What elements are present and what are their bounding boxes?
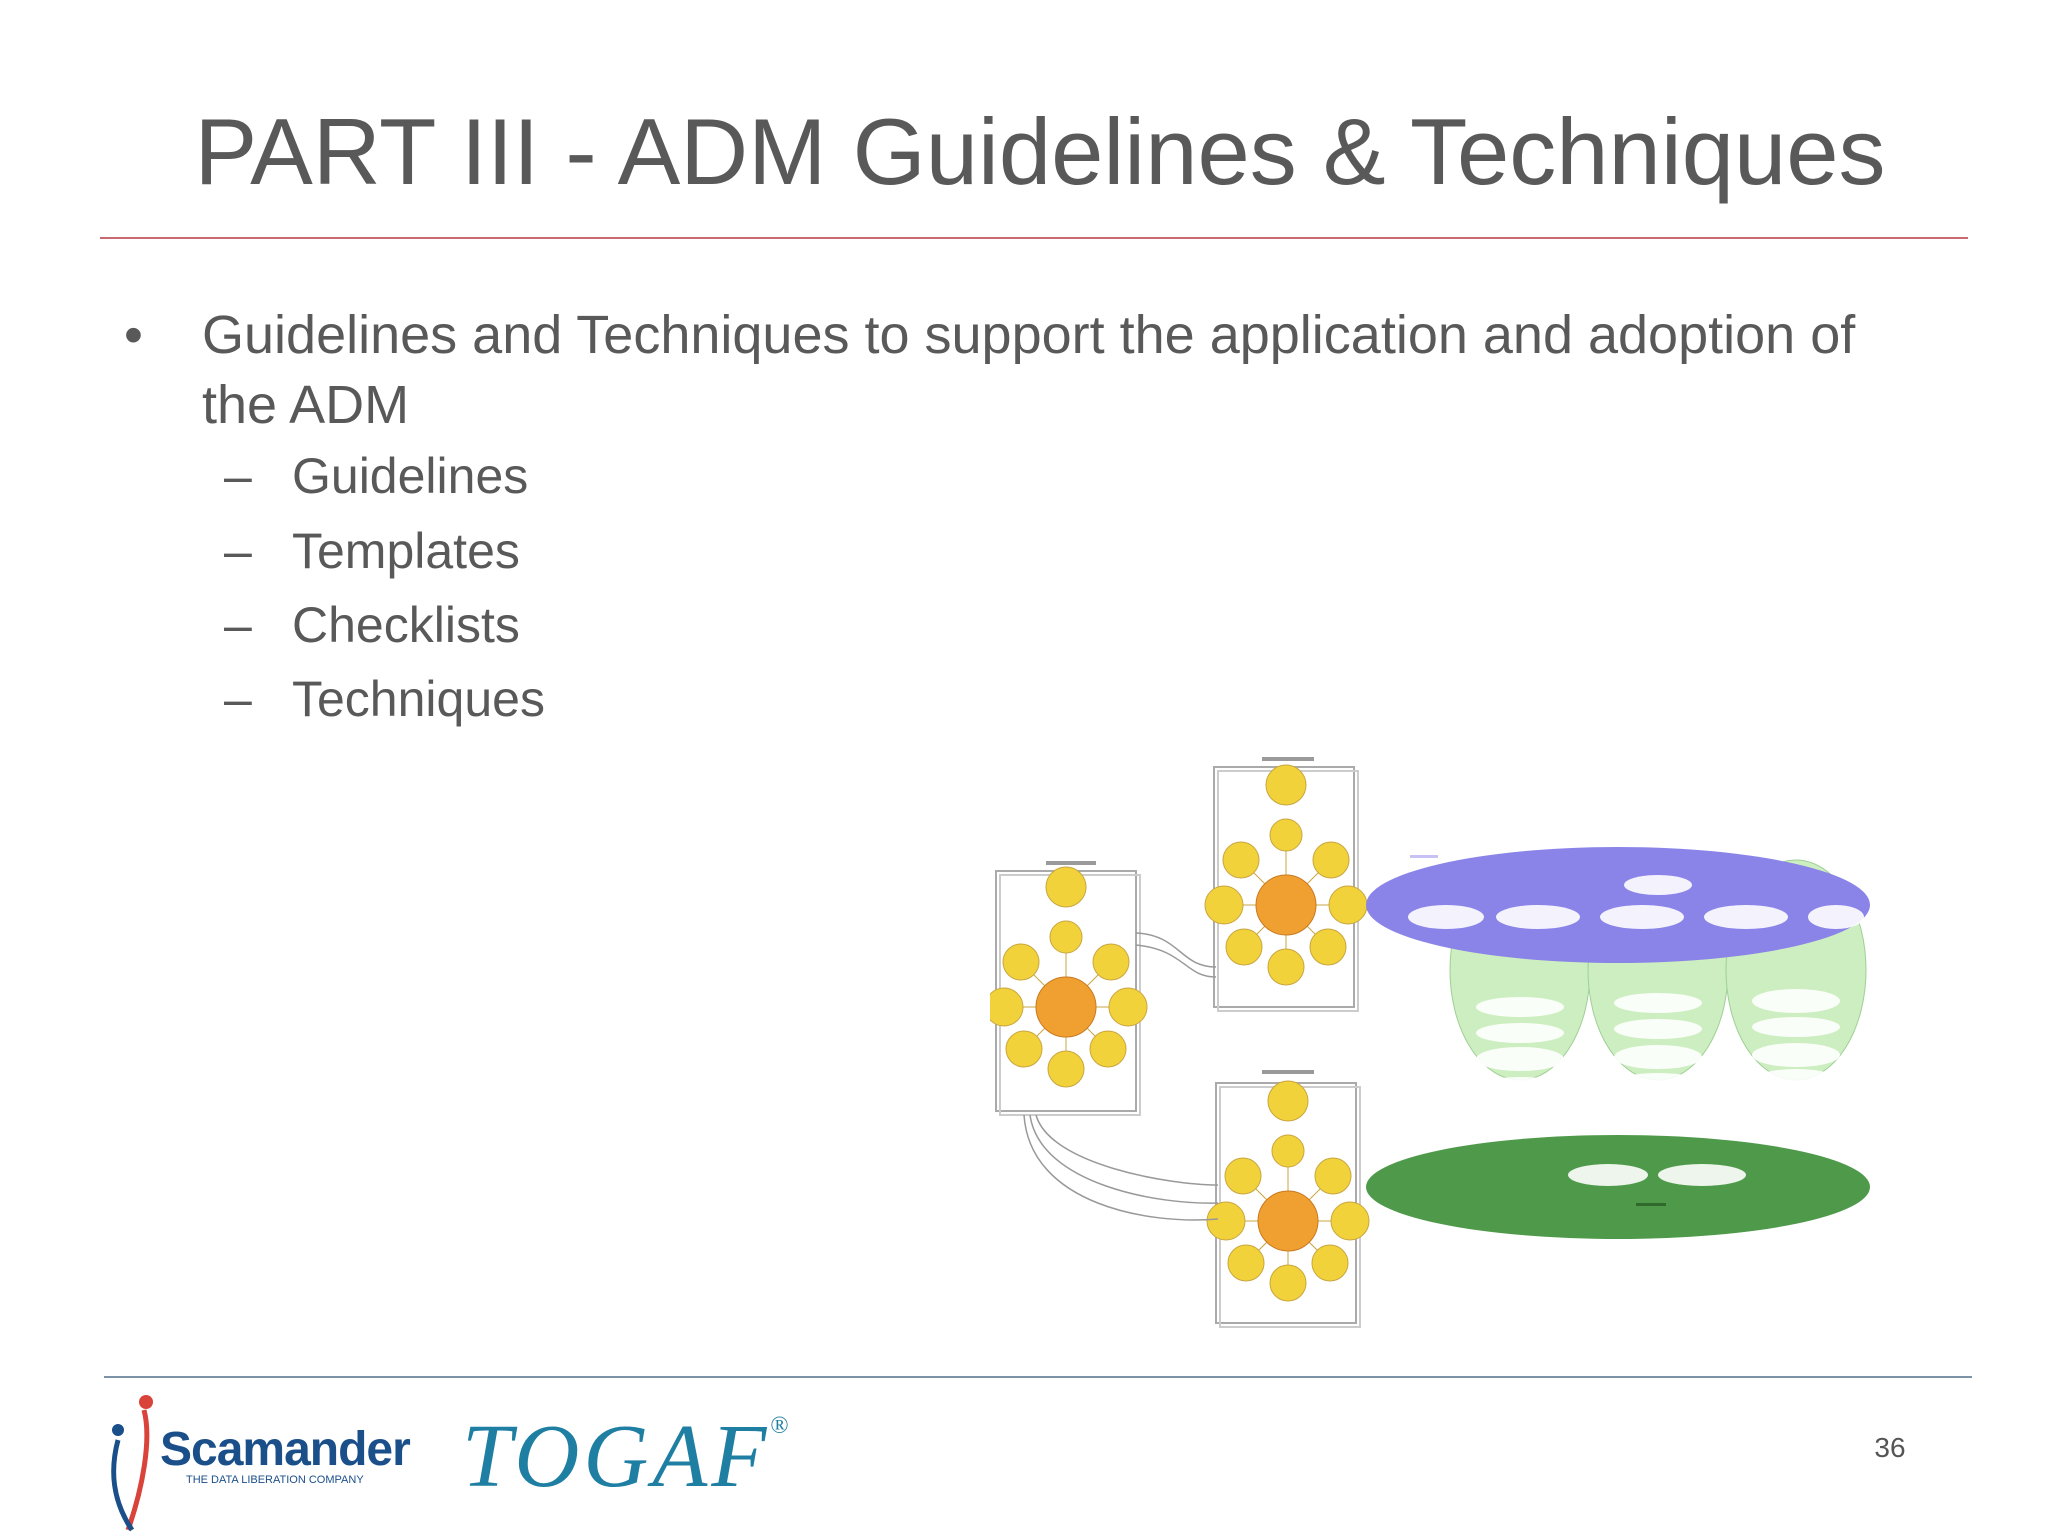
- scamander-logo: Scamander THE DATA LIBERATION COMPANY: [111, 1395, 411, 1532]
- footer-divider: [104, 1376, 1972, 1378]
- sub-item-label: Techniques: [292, 671, 545, 727]
- architecture-partitioning-diagram: [990, 757, 1870, 1328]
- slide-title: PART III - ADM Guidelines & Techniques: [194, 99, 1886, 204]
- togaf-logo: TOGAF®: [462, 1405, 789, 1508]
- page-number: 36: [1874, 1432, 1906, 1463]
- scamander-tagline: THE DATA LIBERATION COMPANY: [186, 1474, 364, 1486]
- sub-item-dash: –: [224, 523, 252, 579]
- title-divider: [100, 237, 1968, 239]
- sub-item-dash: –: [224, 597, 252, 653]
- sub-item-label: Guidelines: [292, 448, 529, 504]
- registered-mark: ®: [770, 1413, 789, 1439]
- sub-item-dash: –: [224, 671, 252, 727]
- scamander-name: Scamander: [160, 1423, 410, 1476]
- bullet-marker: •: [124, 305, 143, 365]
- sub-item-techniques: –Techniques: [224, 669, 545, 729]
- main-bullet: Guidelines and Techniques to support the…: [202, 305, 1856, 435]
- sub-item-label: Checklists: [292, 597, 520, 653]
- sub-item-dash: –: [224, 448, 252, 504]
- sub-item-guidelines: –Guidelines: [224, 446, 528, 506]
- togaf-wordmark: TOGAF: [462, 1407, 771, 1506]
- sub-item-templates: –Templates: [224, 521, 520, 581]
- sub-item-label: Templates: [292, 523, 520, 579]
- sub-item-checklists: –Checklists: [224, 595, 520, 655]
